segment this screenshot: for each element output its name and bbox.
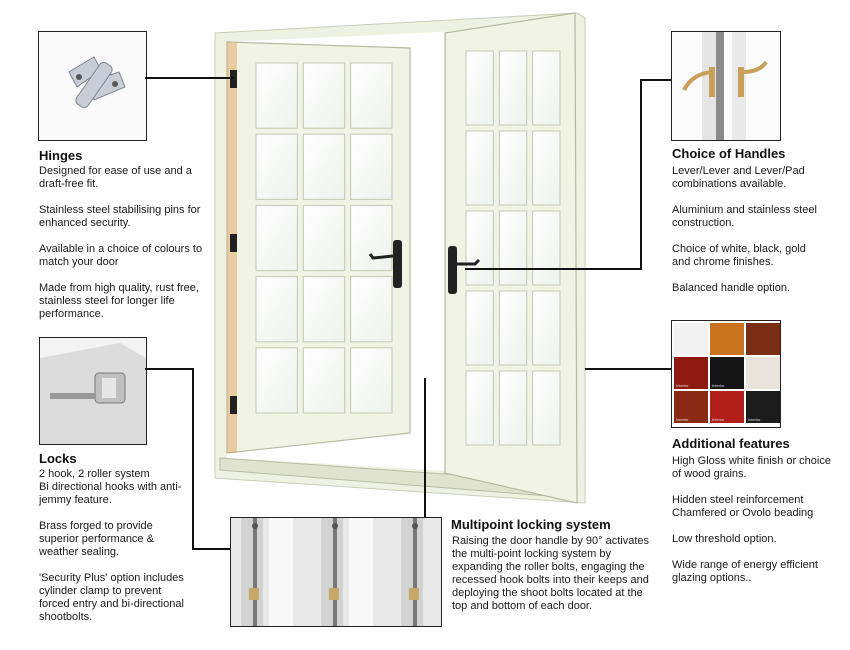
additional-paragraph: Hidden steel reinforcement Chamfered or …	[672, 494, 814, 519]
finish-swatch: Interior	[746, 391, 780, 423]
glass-pane	[350, 62, 393, 129]
glass-pane	[302, 62, 346, 129]
glass-pane	[302, 133, 346, 200]
glass-pane	[350, 347, 393, 414]
glass-pane	[255, 276, 298, 343]
finish-swatch: Interior	[710, 391, 744, 423]
glass-pane	[465, 370, 494, 446]
multipoint-text: Raising the door handle by 90° activates…	[452, 535, 650, 612]
glass-pane	[350, 204, 393, 272]
finish-swatch: Interior	[746, 357, 780, 389]
locks-paragraph: Brass forged to provide superior perform…	[39, 520, 154, 558]
swatch-label: Interior	[676, 417, 689, 422]
glass-pane	[498, 290, 528, 366]
lock-connector-h2	[192, 548, 230, 550]
multipoint-heading: Multipoint locking system	[451, 517, 611, 532]
glass-pane	[532, 210, 561, 286]
additional-connector-line	[585, 368, 671, 370]
hinges-paragraph: Designed for ease of use and a draft-fre…	[39, 165, 192, 190]
handles-text: Lever/Lever and Lever/Pad combinations a…	[672, 165, 822, 308]
finish-swatch	[710, 323, 744, 355]
lock-image	[39, 337, 147, 445]
multipoint-lock-image	[230, 517, 442, 627]
locks-text: 2 hook, 2 roller system Bi directional h…	[39, 468, 189, 637]
french-doors-illustration	[205, 8, 595, 508]
glass-pane	[465, 130, 494, 206]
additional-paragraph: High Gloss white finish or choice of woo…	[672, 455, 831, 480]
glass-pane	[465, 210, 494, 286]
glass-pane	[532, 50, 561, 126]
glass-pane	[532, 290, 561, 366]
glass-pane	[255, 62, 298, 129]
lock-connector-v	[192, 368, 194, 549]
hinges-paragraph: Available in a choice of colours to matc…	[39, 243, 203, 268]
hinge-connector-line	[145, 77, 234, 79]
locks-paragraph: 'Security Plus' option includes cylinder…	[39, 572, 184, 623]
handles-paragraph: Balanced handle option.	[672, 282, 791, 294]
hinges-heading: Hinges	[39, 148, 83, 163]
handles-paragraph: Aluminium and stainless steel constructi…	[672, 204, 817, 229]
additional-paragraph: Wide range of energy efficient glazing o…	[672, 559, 818, 584]
finish-swatch: Interior	[710, 357, 744, 389]
glass-pane	[498, 130, 528, 206]
handles-paragraph: Lever/Lever and Lever/Pad combinations a…	[672, 165, 805, 190]
finish-swatch: Interior	[674, 357, 708, 389]
hinges-paragraph: Stainless steel stabilising pins for enh…	[39, 204, 201, 229]
glass-pane	[498, 370, 528, 446]
handle-connector-h1	[640, 79, 671, 81]
hinges-paragraph: Made from high quality, rust free, stain…	[39, 282, 199, 320]
glass-pane	[350, 276, 393, 343]
handle-connector-h2	[465, 268, 642, 270]
swatch-label: Interior	[748, 383, 761, 388]
additional-heading: Additional features	[672, 436, 790, 451]
multipoint-connector-line	[424, 378, 426, 517]
swatch-label: Interior	[748, 417, 761, 422]
glass-pane	[532, 130, 561, 206]
locks-paragraph: 2 hook, 2 roller system Bi directional h…	[39, 468, 182, 506]
additional-paragraph: Low threshold option.	[672, 533, 777, 545]
locks-heading: Locks	[39, 451, 77, 466]
hinges-text: Designed for ease of use and a draft-fre…	[39, 165, 214, 334]
glass-pane	[302, 347, 346, 414]
swatch-label: Interior	[712, 383, 725, 388]
glass-pane	[255, 347, 298, 414]
additional-text: High Gloss white finish or choice of woo…	[672, 455, 837, 598]
glass-pane	[255, 204, 298, 272]
handles-heading: Choice of Handles	[672, 146, 786, 161]
finish-swatch	[674, 323, 708, 355]
finish-swatch	[746, 323, 780, 355]
finish-swatch: Interior	[674, 391, 708, 423]
handle-image	[671, 31, 781, 141]
hinge-image	[38, 31, 147, 141]
glass-pane	[302, 204, 346, 272]
swatch-label: Interior	[676, 383, 689, 388]
lock-connector-h1	[145, 368, 193, 370]
glass-pane	[498, 50, 528, 126]
handle-connector-v	[640, 79, 642, 270]
handles-paragraph: Choice of white, black, gold and chrome …	[672, 243, 806, 268]
glass-pane	[532, 370, 561, 446]
glass-pane	[350, 133, 393, 200]
glass-pane	[255, 133, 298, 200]
glass-pane	[302, 276, 346, 343]
swatch-label: Interior	[712, 417, 725, 422]
glass-pane	[498, 210, 528, 286]
glass-pane	[465, 290, 494, 366]
glass-pane	[465, 50, 494, 126]
